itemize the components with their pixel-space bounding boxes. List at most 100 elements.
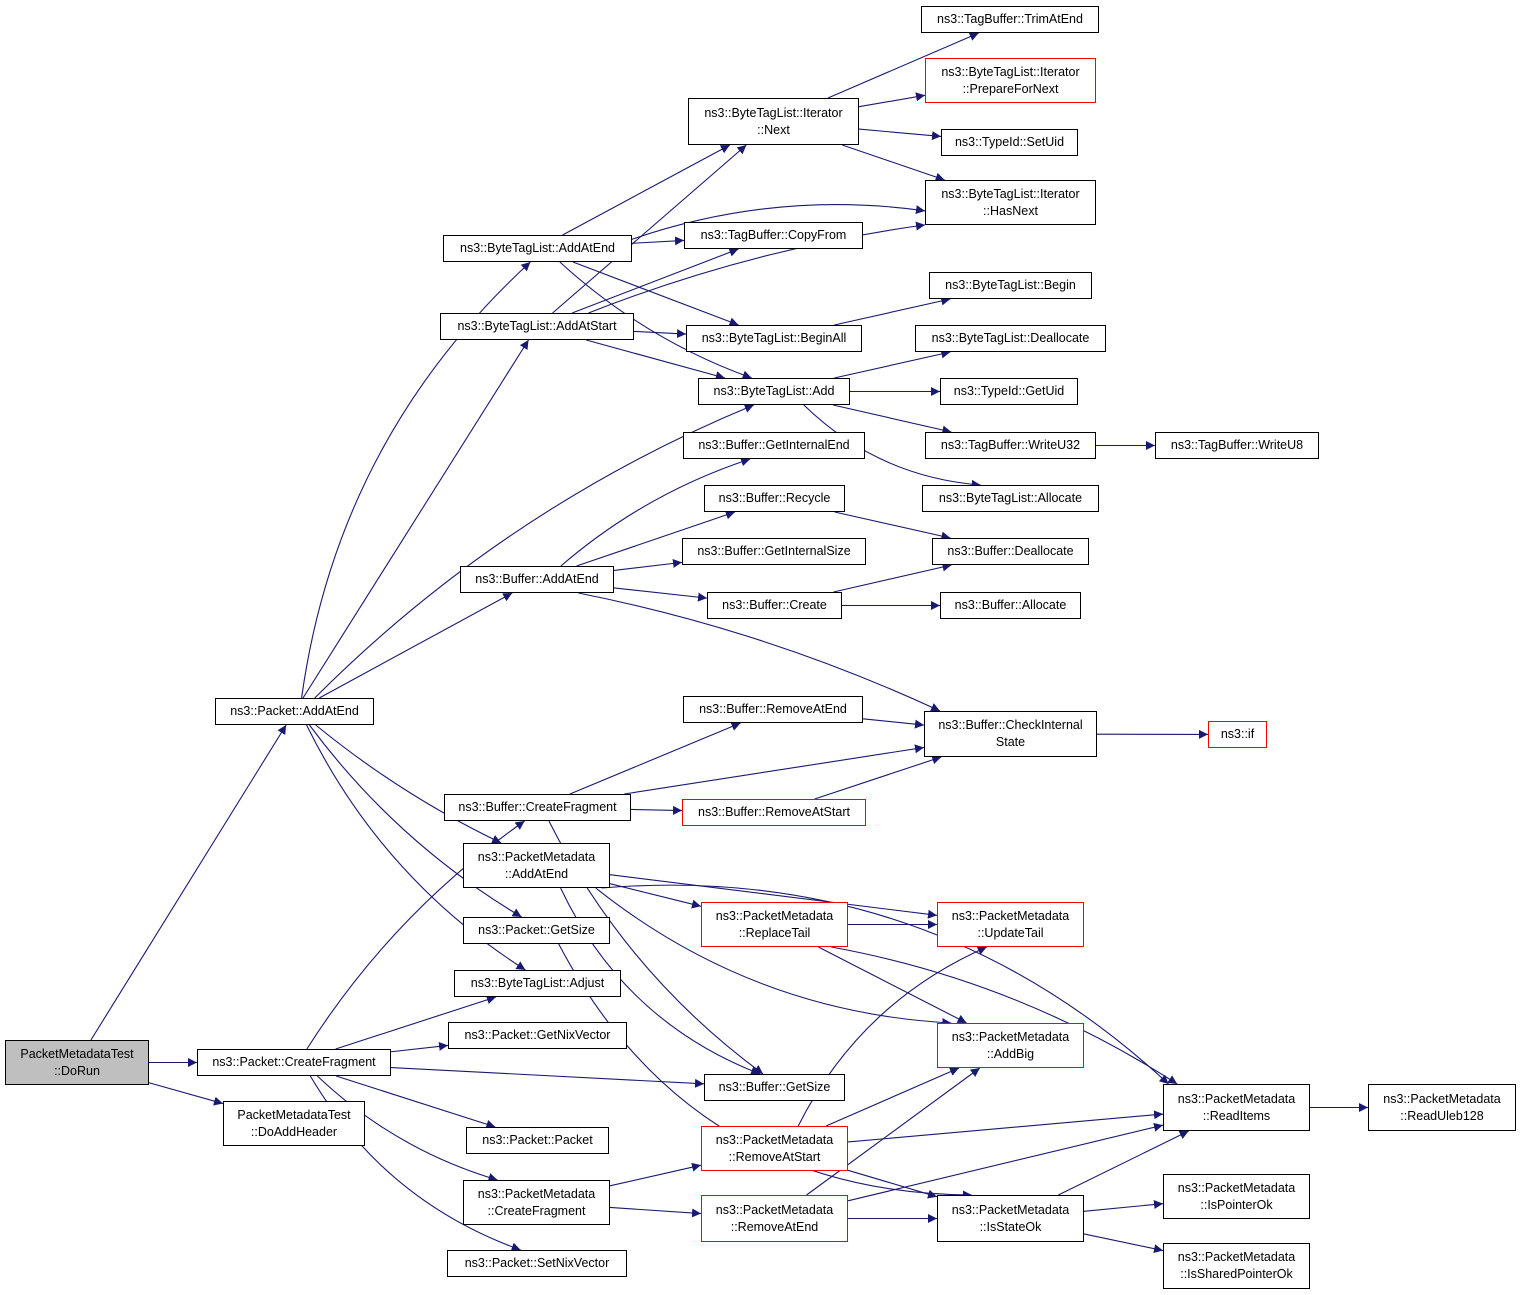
edge-packet-createfragment-to-buf-getsize xyxy=(390,1067,705,1088)
node-buffer-addatend[interactable]: ns3::Buffer::AddAtEnd xyxy=(460,566,614,593)
node-btl-addatend[interactable]: ns3::ByteTagList::AddAtEnd xyxy=(443,235,632,262)
node-typeid-getuid[interactable]: ns3::TypeId::GetUid xyxy=(940,378,1078,405)
node-packet-getsize[interactable]: ns3::Packet::GetSize xyxy=(463,917,610,944)
node-buf-removeatend[interactable]: ns3::Buffer::RemoveAtEnd xyxy=(683,696,863,723)
edge-packet-createfragment-to-btl-adjust xyxy=(335,995,497,1050)
node-typeid-setuid[interactable]: ns3::TypeId::SetUid xyxy=(941,129,1078,156)
node-buf-removeatstart[interactable]: ns3::Buffer::RemoveAtStart xyxy=(682,799,866,826)
edge-pm-replacetail-to-pm-addbig xyxy=(818,946,967,1024)
edge-pm-removeatstart-to-pm-readitems xyxy=(847,1110,1164,1143)
node-pm-isstateok[interactable]: ns3::PacketMetadata::IsStateOk xyxy=(937,1195,1084,1242)
node-tb-copyfrom[interactable]: ns3::TagBuffer::CopyFrom xyxy=(684,222,863,249)
edge-btl-beginall-to-btl-begin xyxy=(834,296,951,326)
edge-btl-add-to-tb-writeu32 xyxy=(833,404,952,435)
node-label-line: ns3::PacketMetadata xyxy=(951,1029,1070,1044)
node-label-line: ns3::ByteTagList::Adjust xyxy=(470,976,605,990)
edge-pm-createfragment-to-pm-removeatend xyxy=(609,1206,702,1218)
node-btl-begin[interactable]: ns3::ByteTagList::Begin xyxy=(929,272,1092,299)
edge-pm-isstateok-to-pm-issharedpointerok xyxy=(1083,1233,1164,1254)
node-packet-setnixvector[interactable]: ns3::Packet::SetNixVector xyxy=(447,1250,627,1277)
node-label-line: ns3::ByteTagList::Add xyxy=(713,384,835,398)
edge-pm-addatend-to-pm-replacetail xyxy=(609,883,702,909)
node-label-line: ns3::if xyxy=(1220,727,1255,741)
node-pm-addbig[interactable]: ns3::PacketMetadata::AddBig xyxy=(937,1023,1084,1068)
node-label-line: ns3::TypeId::SetUid xyxy=(954,135,1065,149)
node-label-line: ns3::PacketMetadata xyxy=(715,908,834,923)
node-iter-prepare[interactable]: ns3::ByteTagList::Iterator::PrepareForNe… xyxy=(925,58,1096,103)
node-pm-issharedpointerok[interactable]: ns3::PacketMetadata::IsSharedPointerOk xyxy=(1163,1243,1310,1289)
node-label-line: ::AddBig xyxy=(986,1046,1035,1061)
node-tb-trimatend[interactable]: ns3::TagBuffer::TrimAtEnd xyxy=(921,6,1099,33)
node-label-line: ns3::ByteTagList::AddAtEnd xyxy=(460,241,615,255)
node-btl-addatstart[interactable]: ns3::ByteTagList::AddAtStart xyxy=(440,313,634,340)
node-pm-readitems[interactable]: ns3::PacketMetadata::ReadItems xyxy=(1163,1084,1310,1131)
edge-pm-removeatstart-to-pm-addbig xyxy=(825,1067,960,1127)
node-root: PacketMetadataTest::DoRun xyxy=(5,1040,149,1085)
node-doaddheader[interactable]: PacketMetadataTest::DoAddHeader xyxy=(223,1101,365,1146)
node-btl-adjust[interactable]: ns3::ByteTagList::Adjust xyxy=(454,970,621,997)
node-label-line: ::PrepareForNext xyxy=(962,81,1059,96)
node-pm-ispointerok[interactable]: ns3::PacketMetadata::IsPointerOk xyxy=(1163,1174,1310,1219)
node-label-line: ns3::PacketMetadata xyxy=(1177,1250,1296,1264)
node-pm-createfragment[interactable]: ns3::PacketMetadata::CreateFragment xyxy=(463,1180,610,1225)
node-buffer-createfragment[interactable]: ns3::Buffer::CreateFragment xyxy=(444,794,631,821)
node-pm-addatend[interactable]: ns3::PacketMetadata::AddAtEnd xyxy=(463,843,610,888)
node-label-line: ns3::PacketMetadata xyxy=(477,1186,596,1201)
edge-buffer-createfragment-to-buf-removeatend xyxy=(569,722,741,795)
edge-iter-next-to-iter-prepare xyxy=(858,92,926,108)
node-buf-getinternalend[interactable]: ns3::Buffer::GetInternalEnd xyxy=(683,432,865,459)
node-pm-updatetail[interactable]: ns3::PacketMetadata::UpdateTail xyxy=(937,902,1084,947)
node-label-line: ns3::Buffer::CheckInternal xyxy=(938,718,1083,732)
edge-pm-addatend-to-pm-updatetail xyxy=(609,874,938,919)
node-iter-hasnext[interactable]: ns3::ByteTagList::Iterator::HasNext xyxy=(925,180,1096,225)
node-btl-beginall[interactable]: ns3::ByteTagList::BeginAll xyxy=(686,325,862,352)
edge-buffer-addatend-to-buf-recycle xyxy=(576,510,736,567)
node-pm-removeatend[interactable]: ns3::PacketMetadata::RemoveAtEnd xyxy=(701,1195,848,1242)
edge-buffer-addatend-to-buf-create xyxy=(613,587,708,602)
node-label-line: ns3::Packet::SetNixVector xyxy=(464,1256,610,1270)
node-label-line: ns3::ByteTagList::Iterator xyxy=(941,64,1080,79)
edge-pm-isstateok-to-pm-readitems xyxy=(1058,1130,1189,1196)
node-buf-getsize[interactable]: ns3::Buffer::GetSize xyxy=(704,1074,845,1101)
node-label-line: ns3::ByteTagList::Begin xyxy=(945,278,1076,292)
node-tb-writeu32[interactable]: ns3::TagBuffer::WriteU32 xyxy=(925,432,1096,459)
edge-btl-add-to-btl-allocate xyxy=(803,404,981,489)
edge-btl-addatend-to-btl-add xyxy=(559,261,752,380)
node-label-line: ::Next xyxy=(757,122,790,137)
node-pm-replacetail[interactable]: ns3::PacketMetadata::ReplaceTail xyxy=(701,902,848,947)
node-packet-getnixvector[interactable]: ns3::Packet::GetNixVector xyxy=(448,1022,627,1049)
node-buf-recycle[interactable]: ns3::Buffer::Recycle xyxy=(704,485,845,512)
edge-btl-addatend-to-iter-next xyxy=(562,144,731,236)
node-label-line: PacketMetadataTest xyxy=(20,1046,134,1061)
node-label-line: ns3::PacketMetadata xyxy=(1383,1091,1501,1106)
node-packet-addatend[interactable]: ns3::Packet::AddAtEnd xyxy=(215,698,374,725)
node-btl-deallocate[interactable]: ns3::ByteTagList::Deallocate xyxy=(915,325,1106,352)
node-pm-readuleb128[interactable]: ns3::PacketMetadata::ReadUleb128 xyxy=(1368,1084,1516,1131)
node-label-line: ::IsStateOk xyxy=(979,1219,1042,1234)
node-label-line: ns3::Buffer::AddAtEnd xyxy=(475,572,599,586)
node-tb-writeu8[interactable]: ns3::TagBuffer::WriteU8 xyxy=(1155,432,1319,459)
node-label-line: ::ReadUleb128 xyxy=(1400,1108,1484,1123)
node-label-line: ns3::ByteTagList::Iterator xyxy=(941,186,1080,201)
node-label-line: ns3::Buffer::RemoveAtEnd xyxy=(699,702,847,716)
edge-btl-addatstart-to-iter-next xyxy=(552,144,747,314)
node-btl-add[interactable]: ns3::ByteTagList::Add xyxy=(698,378,850,405)
node-label-line: ns3::Buffer::Allocate xyxy=(954,598,1067,612)
node-pm-removeatstart[interactable]: ns3::PacketMetadata::RemoveAtStart xyxy=(701,1126,848,1171)
node-buf-deallocate[interactable]: ns3::Buffer::Deallocate xyxy=(932,538,1089,565)
node-buf-allocate[interactable]: ns3::Buffer::Allocate xyxy=(940,592,1081,619)
node-buf-create[interactable]: ns3::Buffer::Create xyxy=(707,592,842,619)
node-packet-createfragment[interactable]: ns3::Packet::CreateFragment xyxy=(197,1049,391,1076)
node-buf-getinternalsize[interactable]: ns3::Buffer::GetInternalSize xyxy=(682,538,866,565)
node-label-line: ns3::Buffer::GetSize xyxy=(718,1080,831,1094)
node-packet-packet[interactable]: ns3::Packet::Packet xyxy=(466,1127,609,1154)
edge-btl-addatstart-to-iter-hasnext xyxy=(588,221,926,314)
edge-btl-addatend-to-iter-hasnext xyxy=(631,204,926,240)
node-label-line: ::DoAddHeader xyxy=(250,1124,338,1139)
node-label-line: ::RemoveAtStart xyxy=(728,1149,821,1164)
node-iter-next[interactable]: ns3::ByteTagList::Iterator::Next xyxy=(688,98,859,145)
node-ns3-if[interactable]: ns3::if xyxy=(1208,721,1267,748)
node-label-line: ns3::PacketMetadata xyxy=(715,1132,834,1147)
node-btl-allocate[interactable]: ns3::ByteTagList::Allocate xyxy=(922,485,1099,512)
